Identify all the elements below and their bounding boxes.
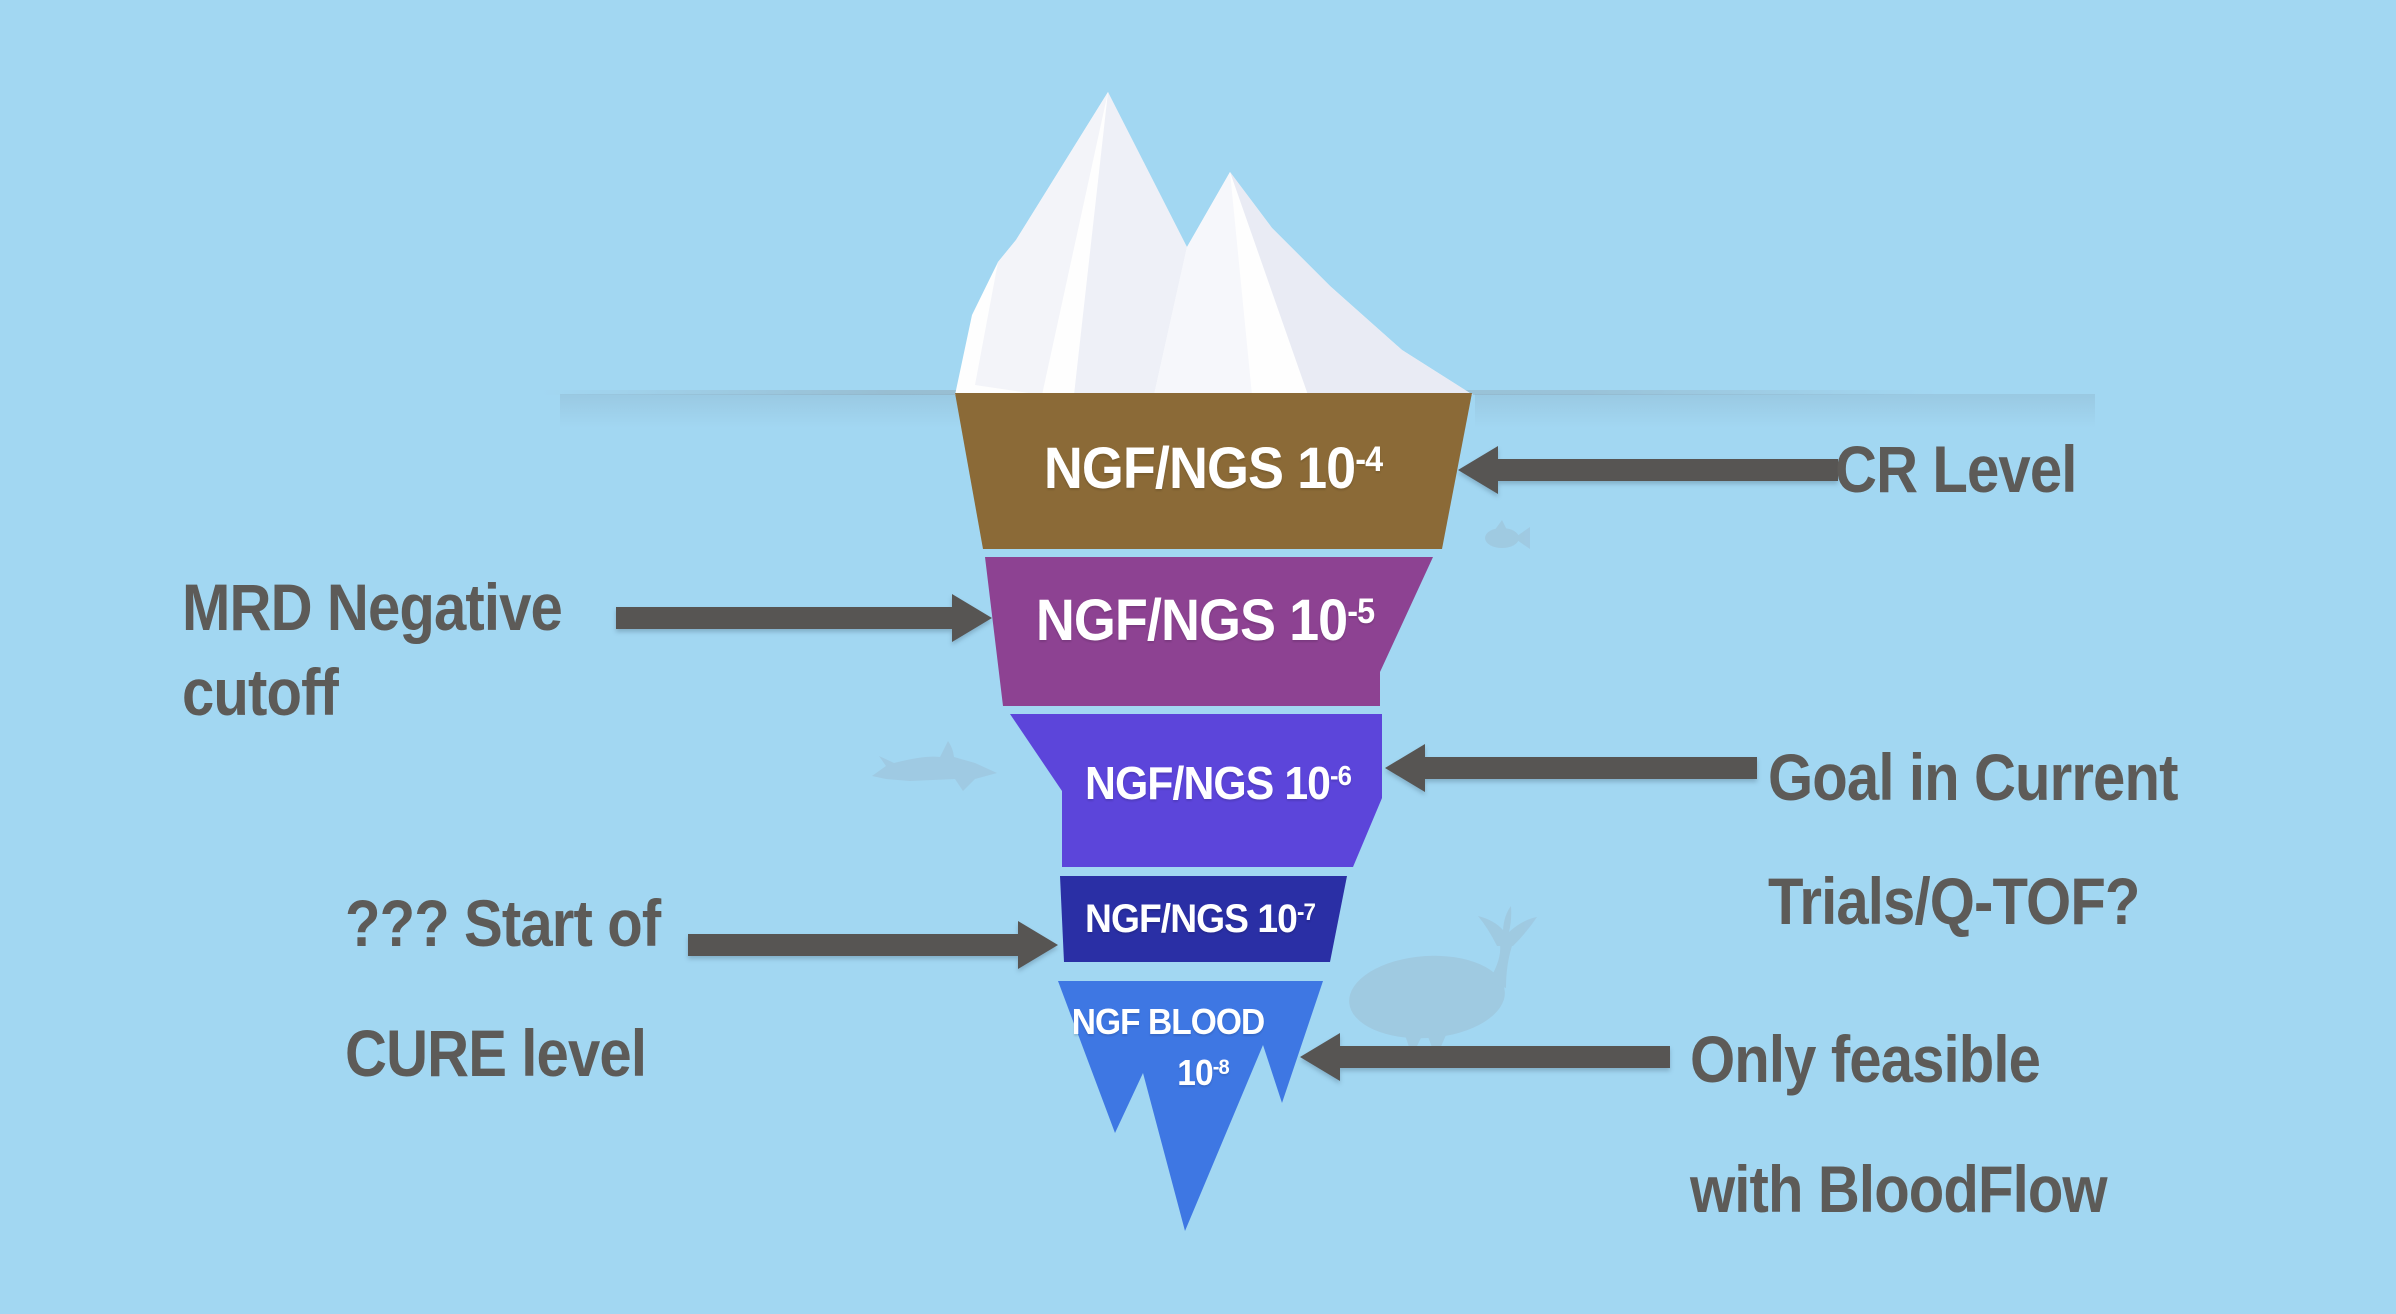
layer-label-ngf-ngs-1e-4: NGF/NGS 10-4: [925, 436, 1502, 503]
layer-label-ngf-ngs-1e-6: NGF/NGS 10-6: [930, 757, 1507, 810]
layer-label-exponent: -6: [1330, 760, 1352, 792]
layer-label-text: NGF BLOOD: [1071, 1001, 1265, 1042]
iceberg-tip-facet: [975, 92, 1108, 395]
layer-label-text: NGF/NGS 10: [1084, 757, 1331, 809]
iceberg-layers: [955, 393, 1472, 1231]
bloodflow-arrow: [1300, 1033, 1670, 1081]
iceberg-tip-facet: [1230, 172, 1473, 395]
layer-ngf-ngs-1e-6: [1010, 714, 1382, 867]
layer-label-exponent: -5: [1347, 591, 1375, 631]
mrd-negative-label-line1: MRD Negative: [182, 570, 563, 644]
cr-level-arrow: [1458, 446, 1838, 494]
fish-silhouette: [1485, 520, 1530, 549]
layer-label-text: NGF/NGS 10: [1035, 588, 1348, 653]
iceberg-tip: [955, 92, 1473, 395]
layer-label-exponent: -8: [1212, 1054, 1230, 1080]
layer-label-exponent: -7: [1296, 899, 1316, 926]
iceberg-tip-facet: [1154, 172, 1252, 395]
layer-ngf-blood-1e-8: [1058, 981, 1323, 1231]
layer-label-ngf-ngs-1e-5: NGF/NGS 10-5: [917, 588, 1494, 655]
bloodflow-label-line2: with BloodFlow: [1690, 1152, 2108, 1226]
cr-level-label: CR Level: [1835, 432, 2077, 506]
bloodflow-label-line1: Only feasible: [1690, 1022, 2041, 1096]
layer-label-text: 10: [1177, 1052, 1213, 1093]
layer-label-ngf-ngs-1e-7: NGF/NGS 10-7: [912, 896, 1489, 942]
iceberg-tip-facet: [1074, 92, 1187, 395]
mrd-negative-label-line2: cutoff: [182, 655, 339, 729]
goal-trials-label-line1: Goal in Current: [1768, 740, 2178, 814]
layer-ngf-ngs-1e-7: [1060, 876, 1347, 962]
cure-level-label-line2: CURE level: [345, 1016, 647, 1090]
shark-silhouette: [872, 741, 997, 791]
cure-level-label-line1: ??? Start of: [345, 886, 661, 960]
mrd-negative-arrow: [616, 594, 992, 642]
layer-label-text: NGF/NGS 10: [1085, 897, 1298, 941]
layer-label-ngf-blood-line1: NGF BLOOD: [880, 1001, 1457, 1042]
layer-ngf-ngs-1e-4: [955, 393, 1472, 549]
layer-label-text: NGF/NGS 10: [1043, 436, 1356, 501]
layer-label-ngf-blood-line2: 10-8: [915, 1052, 1492, 1093]
layer-label-exponent: -4: [1355, 439, 1383, 479]
cure-level-arrow: [688, 921, 1058, 969]
goal-trials-label-line2: Trials/Q-TOF?: [1768, 864, 2140, 938]
goal-current-trials-arrow: [1385, 744, 1757, 792]
layer-ngf-ngs-1e-5: [985, 557, 1433, 706]
